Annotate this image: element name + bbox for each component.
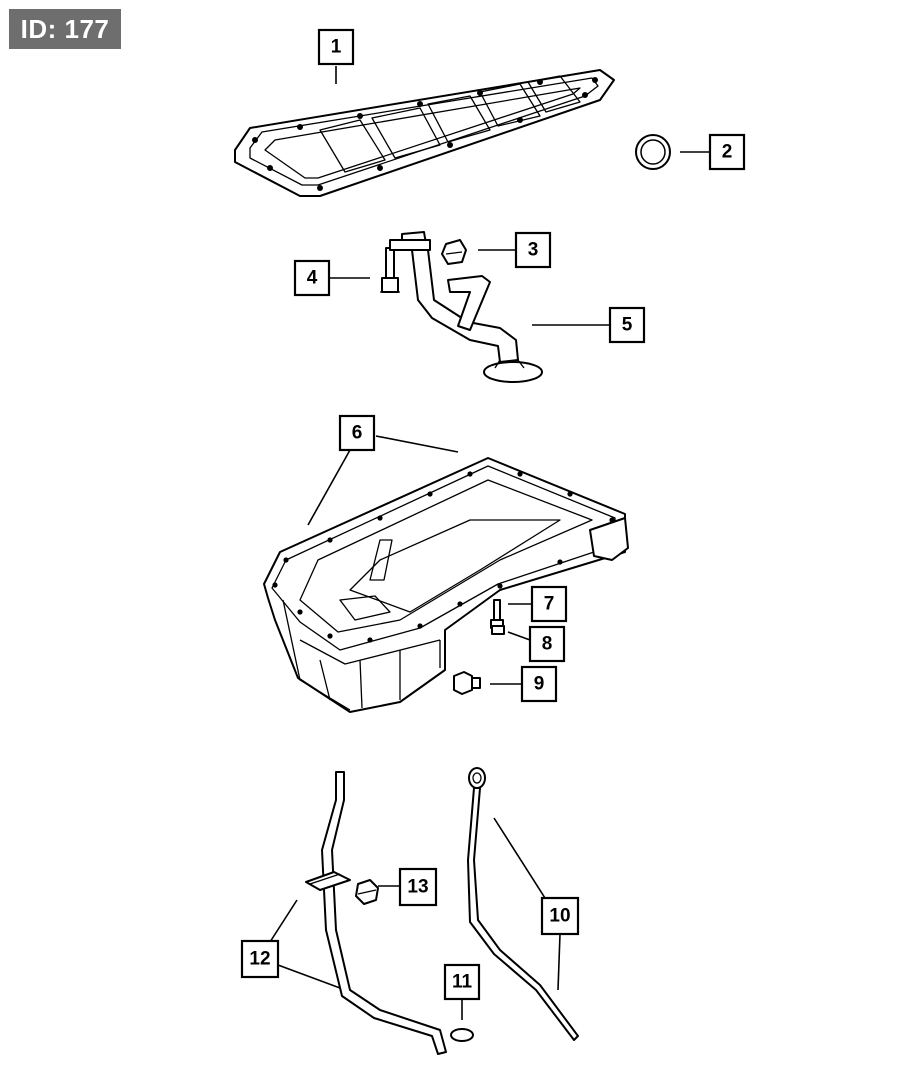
callout-label: 7 [544, 594, 555, 615]
callout-label: 2 [722, 142, 733, 163]
dipstick-tube [305, 771, 447, 1055]
stud [490, 599, 504, 629]
callout-label: 5 [622, 315, 633, 336]
callout-12: 12 [240, 939, 280, 979]
oil-pickup-tube [389, 231, 543, 383]
pan-bolt [491, 625, 505, 635]
oil-dipstick [467, 767, 579, 1041]
dipstick-o-ring [450, 1028, 474, 1042]
callout-label: 6 [352, 423, 363, 444]
drain-plug [453, 671, 481, 695]
callout-label: 9 [534, 674, 545, 695]
tube-nut [355, 879, 379, 905]
callout-10: 10 [540, 896, 580, 936]
callout-label: 4 [307, 268, 318, 289]
leader-lines [269, 66, 710, 1020]
oil-pan-gasket [234, 69, 615, 197]
callout-11: 11 [443, 963, 481, 1001]
flange-bolt [380, 247, 400, 293]
callout-5: 5 [608, 306, 646, 344]
callout-label: 8 [542, 634, 553, 655]
callout-3: 3 [514, 231, 552, 269]
callout-label: 12 [249, 949, 270, 970]
callout-6: 6 [338, 414, 376, 452]
callout-1: 1 [317, 28, 355, 66]
callout-13: 13 [398, 867, 438, 907]
callout-8: 8 [528, 625, 566, 663]
callout-7: 7 [530, 585, 568, 623]
diagram-id-badge: ID: 177 [9, 9, 121, 49]
callout-2: 2 [708, 133, 746, 171]
oil-pan [263, 457, 629, 713]
hex-nut [441, 239, 467, 265]
callout-label: 11 [452, 972, 473, 993]
callout-4: 4 [293, 259, 331, 297]
callout-label: 10 [549, 906, 570, 927]
callout-label: 1 [331, 37, 342, 58]
callout-label: 3 [528, 240, 539, 261]
callout-label: 13 [407, 877, 428, 898]
o-ring-seal [635, 134, 671, 170]
callout-9: 9 [520, 665, 558, 703]
